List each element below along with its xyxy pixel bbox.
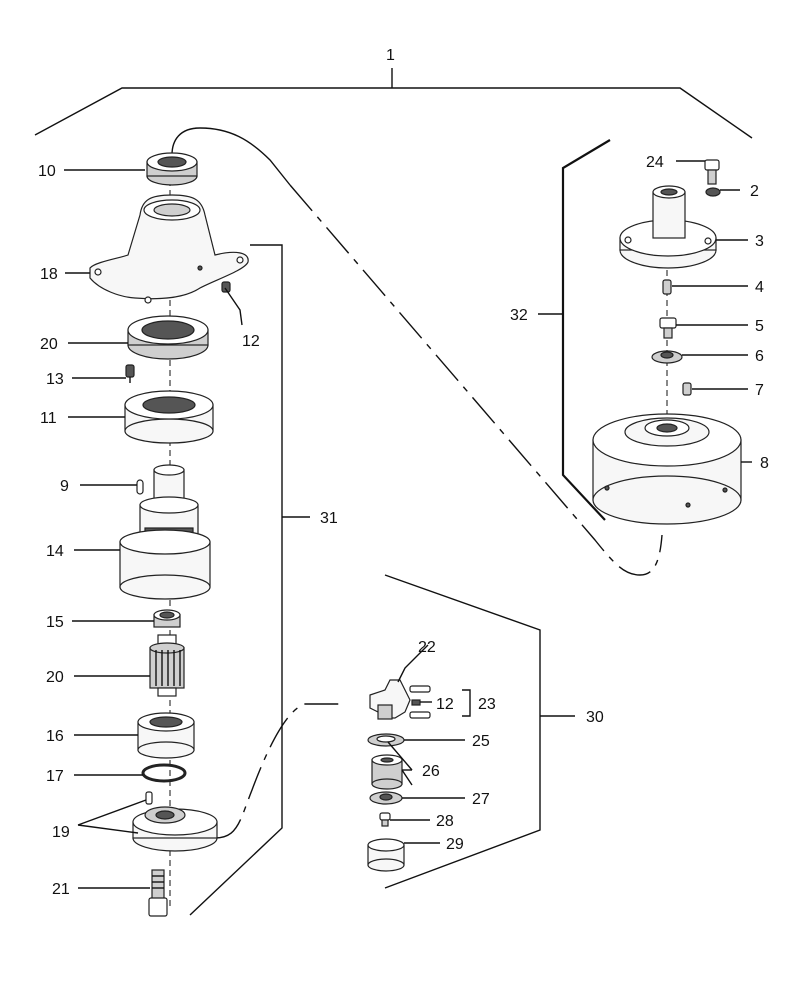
connecting-curve xyxy=(171,127,663,576)
label-12-lower: 12 xyxy=(436,696,454,713)
assembly-bracket-1 xyxy=(34,68,753,139)
part-6-washer xyxy=(651,350,683,364)
label-11: 11 xyxy=(40,410,57,427)
part-15-bearing xyxy=(153,609,181,628)
part-2-washer xyxy=(705,187,721,197)
group-bracket-32 xyxy=(538,139,611,521)
label-2: 2 xyxy=(750,183,759,200)
label-12-top: 12 xyxy=(242,333,260,350)
label-23: 23 xyxy=(478,696,496,713)
link-19-to-30 xyxy=(214,703,345,839)
label-6: 6 xyxy=(755,348,764,365)
label-22: 22 xyxy=(418,639,436,656)
part-23-screws xyxy=(409,685,431,719)
callout-labels: 1 10 18 12 20 13 11 9 31 14 15 20 16 17 … xyxy=(38,47,769,898)
label-26: 26 xyxy=(422,763,440,780)
label-19: 19 xyxy=(52,824,70,841)
part-20-ring-gear xyxy=(127,315,209,360)
part-7-fitting xyxy=(682,382,692,396)
label-1: 1 xyxy=(386,47,395,64)
part-21-bolt xyxy=(148,869,168,917)
label-14: 14 xyxy=(46,543,64,560)
part-19-cam xyxy=(132,791,218,852)
label-30: 30 xyxy=(586,709,604,726)
part-17-snap-ring xyxy=(141,763,187,783)
label-9: 9 xyxy=(60,478,69,495)
part-26-bushing xyxy=(371,754,403,790)
label-4: 4 xyxy=(755,279,764,296)
label-31: 31 xyxy=(320,510,338,527)
label-20-top: 20 xyxy=(40,336,58,353)
label-24: 24 xyxy=(646,154,664,171)
part-8-drum xyxy=(592,413,742,525)
label-28: 28 xyxy=(436,813,454,830)
label-32: 32 xyxy=(510,307,528,324)
part-12-plug xyxy=(221,281,231,293)
label-15: 15 xyxy=(46,614,64,631)
part-3-flange xyxy=(619,185,717,269)
part-16-bearing xyxy=(137,712,195,759)
label-8: 8 xyxy=(760,455,769,472)
label-21: 21 xyxy=(52,881,70,898)
label-10: 10 xyxy=(38,163,56,180)
part-28-bolt xyxy=(379,812,391,827)
part-22-block xyxy=(369,679,411,720)
label-29: 29 xyxy=(446,836,464,853)
leader-lines xyxy=(64,160,752,889)
label-13: 13 xyxy=(46,371,64,388)
part-9-key xyxy=(136,479,144,495)
group-bracket-31 xyxy=(189,244,310,916)
part-27-washer xyxy=(369,791,403,805)
label-16: 16 xyxy=(46,728,64,745)
label-17: 17 xyxy=(46,768,64,785)
label-27: 27 xyxy=(472,791,490,808)
part-5-bolt xyxy=(659,317,677,339)
part-25-washer xyxy=(367,733,405,747)
part-10-bearing xyxy=(146,152,198,186)
label-3: 3 xyxy=(755,233,764,250)
part-4-set-screw xyxy=(662,279,672,295)
label-5: 5 xyxy=(755,318,764,335)
part-24-bolt xyxy=(704,159,720,185)
label-25: 25 xyxy=(472,733,490,750)
part-29-ring xyxy=(367,838,405,872)
part-14-shaft-carrier xyxy=(119,464,211,600)
part-20-pinion xyxy=(149,634,185,697)
part-11-bearing xyxy=(124,390,214,444)
group-bracket-30 xyxy=(384,574,575,889)
part-13-screw xyxy=(125,364,135,383)
label-18: 18 xyxy=(40,266,58,283)
part-18-housing xyxy=(89,194,249,304)
label-7: 7 xyxy=(755,382,764,399)
label-20-lower: 20 xyxy=(46,669,64,686)
